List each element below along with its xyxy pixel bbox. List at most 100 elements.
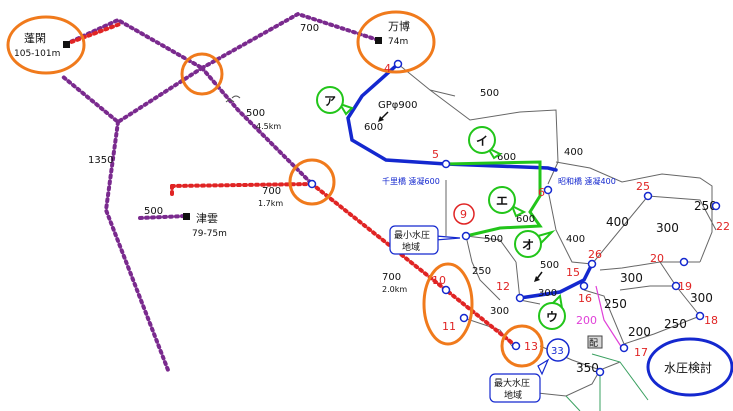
node-label: 5 <box>432 148 439 161</box>
max-pressure-line1: 最大水圧 <box>494 377 530 389</box>
tsugumo-station-marker <box>183 213 190 220</box>
node-marker <box>695 311 705 321</box>
pipe-size-labels: 700 500 4.5km 1350 700 1.7km 500 700 2.0… <box>88 23 717 375</box>
bridge-label-shouwahashi: 昭和橋 遠凝400 <box>558 176 616 186</box>
node-marker <box>643 191 653 201</box>
node-label: 20 <box>650 252 664 265</box>
distribution-label: 配 <box>589 338 598 349</box>
node-marker <box>515 293 525 303</box>
pipe-label: 300 <box>490 306 509 317</box>
callout-a: ア <box>316 86 354 116</box>
blue-main-pipe <box>346 62 594 300</box>
pipe-label: 600 <box>364 122 383 133</box>
node-marker <box>679 257 689 267</box>
node-label: 6 <box>538 186 545 199</box>
node-label: 12 <box>496 280 510 293</box>
pipe-label: 500 <box>540 260 559 271</box>
node-label: 18 <box>704 314 718 327</box>
teal-lines <box>565 353 649 411</box>
node-label: 4 <box>384 62 391 75</box>
tsugumo-elevation: 79-75m <box>192 229 227 239</box>
pipe-label: 500 <box>484 234 503 245</box>
node-label: 13 <box>524 340 538 353</box>
node-label: 16 <box>578 292 592 305</box>
pipe-label: 1.7km <box>258 199 283 208</box>
pipe-label: 500 <box>480 88 499 99</box>
pipe-crossing-mark <box>225 95 241 103</box>
node-marker <box>461 231 471 241</box>
node-label: 17 <box>634 346 648 359</box>
manpuku-station-marker <box>375 37 382 44</box>
callout-u: ウ <box>538 293 566 330</box>
node-label: 11 <box>442 320 456 333</box>
min-pressure-box: 最小水圧 地域 <box>389 225 461 255</box>
max-pressure-box: 最大水圧 地域 <box>489 358 550 403</box>
node-markers <box>307 59 721 377</box>
node-marker <box>671 281 681 291</box>
node-marker <box>619 343 629 353</box>
node-marker <box>711 201 721 211</box>
node-label: 26 <box>588 248 602 261</box>
pipe-label: 700 <box>382 272 401 283</box>
pipe-label: 200 <box>628 325 651 339</box>
callout-i: イ <box>468 126 502 160</box>
pipe-label: 2.0km <box>382 285 407 294</box>
pipe-label: 500 <box>144 206 163 217</box>
min-pressure-line1: 最小水圧 <box>394 229 430 241</box>
pressure-check-label: 水圧検討 <box>664 360 712 375</box>
green-pipe <box>445 160 543 238</box>
node-label: 19 <box>678 280 692 293</box>
node-label: 25 <box>636 180 650 193</box>
node-marker <box>595 367 605 377</box>
pipe-label: 300 <box>538 288 557 299</box>
pipe-label: 300 <box>690 291 713 305</box>
pipe-label: 400 <box>564 147 583 158</box>
pressure-check-zone: 水圧検討 <box>646 337 733 397</box>
callout-o: オ <box>514 229 556 258</box>
pipe-label: 1350 <box>88 155 113 166</box>
pipe-label: 700 <box>262 186 281 197</box>
pipe-label: 600 <box>516 214 535 225</box>
node-number-labels: 4 5 6 10 11 12 13 15 16 17 18 19 20 22 2… <box>384 62 730 359</box>
pipe-label: 400 <box>566 234 585 245</box>
pipe-label: GPφ900 <box>378 100 417 111</box>
node-marker <box>543 185 553 195</box>
callout-o-label: オ <box>522 238 534 252</box>
pipe-label: 350 <box>576 361 599 375</box>
hourai-elevation: 105-101m <box>14 49 60 59</box>
node-label: 15 <box>566 266 580 279</box>
manpuku-name: 万博 <box>388 20 410 33</box>
node-marker <box>579 281 589 291</box>
orange-highlight-circles <box>6 10 544 368</box>
pipe-label: 300 <box>656 221 679 235</box>
node-33-badge: 33 <box>546 338 570 362</box>
pipe-label: 700 <box>300 23 319 34</box>
distribution-marker: 配 <box>587 335 603 349</box>
pipe-label: 600 <box>497 152 516 163</box>
node-label: 10 <box>432 274 446 287</box>
pipe-label: 500 <box>246 108 265 119</box>
gp-arrow-head <box>378 116 384 122</box>
pipe-label: 4.5km <box>256 122 281 131</box>
callout-a-label: ア <box>324 94 336 108</box>
node-marker <box>393 59 403 69</box>
pink-pipe <box>595 285 623 349</box>
node-marker <box>441 285 451 295</box>
node-9-badge: 9 <box>453 203 475 225</box>
node-marker <box>307 179 317 189</box>
callout-e-label: エ <box>496 194 508 208</box>
mid-arrow-head <box>534 276 540 282</box>
pipe-label: 250 <box>604 297 627 311</box>
max-pressure-line2: 地域 <box>504 389 522 401</box>
node-marker <box>459 313 469 323</box>
pipe-label: 250 <box>472 266 491 277</box>
node-label: 33 <box>551 346 564 357</box>
pipe-label: 250 <box>694 199 717 213</box>
node-marker <box>511 341 521 351</box>
hourai-name: 蓬閑 <box>24 32 46 45</box>
pipe-label: 400 <box>606 215 629 229</box>
tsugumo-name: 津雲 <box>196 212 218 225</box>
manpuku-elevation: 74m <box>388 37 408 47</box>
callout-e: エ <box>488 186 527 218</box>
